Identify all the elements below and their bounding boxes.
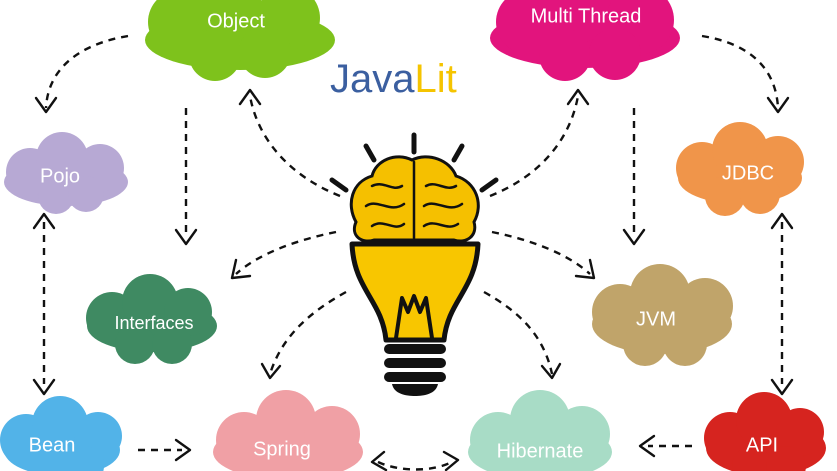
arrow-bulb-to-spring [270,292,346,374]
title-lit: Lit [415,57,457,101]
cloud-hibernate: Hibernate [468,390,612,471]
cloud-jdbc: JDBC [676,122,804,216]
arrow-object-to-pojo [46,36,128,108]
bulb-body [352,244,478,340]
node-label-jvm: JVM [636,308,676,330]
node-label-multi-thread: Multi Thread [531,5,642,27]
lightbulb-brain-icon [332,135,496,396]
cloud-interfaces: Interfaces [86,274,217,364]
cloud-spring: Spring [213,390,363,471]
node-label-interfaces: Interfaces [114,313,193,333]
arrow-spring-hibernate [378,462,452,470]
node-label-hibernate: Hibernate [497,440,584,462]
arrow-multithread-to-jdbc [702,36,778,108]
arrow-bulb-to-interfaces [236,232,336,274]
cloud-pojo: Pojo [4,132,128,214]
node-label-bean: Bean [29,434,76,456]
cloud-bean: Bean [0,396,122,471]
cloud-api: API [704,392,826,471]
arrow-bulb-to-object [250,96,340,196]
arrow-bulb-to-hibernate [484,292,552,374]
node-label-spring: Spring [253,438,311,460]
node-label-object: Object [207,10,265,32]
arrow-bulb-to-multithread [490,96,578,196]
bulb-base [384,344,446,396]
diagram-title: JavaLit [330,57,457,101]
cloud-jvm: JVM [592,264,733,366]
title-java: Java [330,57,415,101]
arrow-bulb-to-jvm [492,232,590,274]
node-label-jdbc: JDBC [722,162,774,184]
node-label-pojo: Pojo [40,165,80,187]
cloud-multi-thread: Multi Thread [490,0,680,81]
cloud-object: Object [145,0,335,81]
node-label-api: API [746,434,778,456]
